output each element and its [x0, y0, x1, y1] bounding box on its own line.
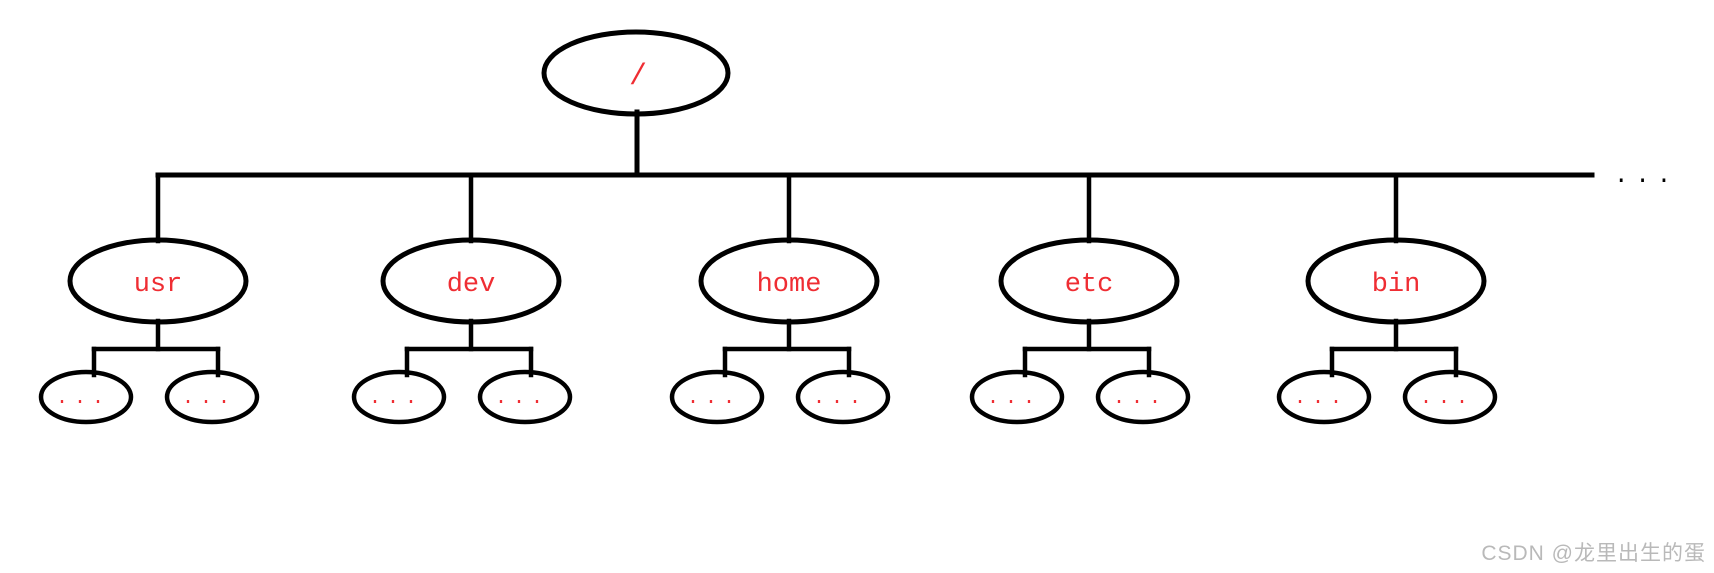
leaf-node [1276, 369, 1372, 425]
dir-node-label: bin [1372, 270, 1421, 300]
leaf-node [1402, 369, 1498, 425]
child-subtree-home: home...... [669, 172, 891, 425]
leaf-node [1095, 369, 1191, 425]
leaf-node [477, 369, 573, 425]
child-subtree-dev: dev...... [351, 172, 573, 425]
leaf-node [164, 369, 260, 425]
leaf-node-label: ... [1294, 387, 1348, 410]
leaf-node [795, 369, 891, 425]
leaf-node-label: ... [1420, 387, 1474, 410]
watermark: CSDN @龙里出生的蛋 [1481, 542, 1706, 565]
dir-node-label: etc [1065, 270, 1114, 300]
leaf-node [38, 369, 134, 425]
child-subtree-usr: usr...... [38, 172, 260, 425]
leaf-node [969, 369, 1065, 425]
leaf-node-label: ... [495, 387, 549, 410]
root-subtree: / [541, 29, 731, 178]
trunk-ellipsis: ... [1614, 163, 1678, 190]
leaf-node [669, 369, 765, 425]
child-subtree-etc: etc...... [969, 172, 1191, 425]
leaf-node [351, 369, 447, 425]
leaf-node-label: ... [813, 387, 867, 410]
dir-node-label: usr [134, 270, 183, 300]
root-node-label: / [629, 60, 647, 94]
dir-node-label: dev [447, 270, 496, 300]
leaf-node-label: ... [56, 387, 110, 410]
leaf-node-label: ... [369, 387, 423, 410]
leaf-node-label: ... [687, 387, 741, 410]
leaf-node-label: ... [1113, 387, 1167, 410]
leaf-node-label: ... [182, 387, 236, 410]
child-subtree-bin: bin...... [1276, 172, 1498, 425]
dir-node-label: home [757, 270, 822, 300]
leaf-node-label: ... [987, 387, 1041, 410]
